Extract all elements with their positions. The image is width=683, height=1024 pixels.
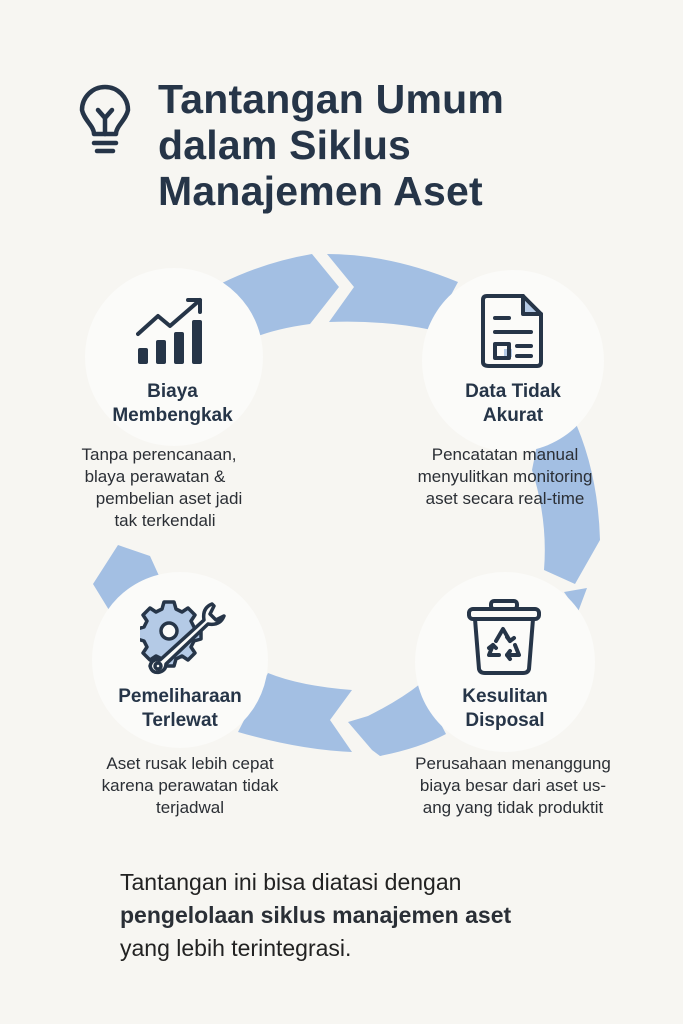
footer-line-3: yang lebih terintegrasi. <box>120 935 352 961</box>
cycle-arrow-left <box>93 545 160 615</box>
challenge-desc-cost: Tanpa perencanaan, blaya perawatan & pem… <box>81 445 243 530</box>
title-line-1: Tantangan Umum <box>158 76 504 122</box>
footer-summary: Tantangan ini bisa diatasi dengan pengel… <box>120 866 511 965</box>
footer-line-2: pengelolaan siklus manajemen aset <box>120 902 512 928</box>
footer-line-1: Tantangan ini bisa diatasi dengan <box>120 869 462 895</box>
challenge-desc-data: Pencatatan manual menyulitkan monitoring… <box>417 445 593 508</box>
challenge-title-data: Data Tidak Akurat <box>465 381 561 426</box>
growth-chart-icon <box>136 298 202 364</box>
title-line-3: Manajemen Aset <box>158 168 483 214</box>
title-line-2: dalam Siklus <box>158 122 412 168</box>
challenge-desc-maintenance: Aset rusak lebih cepat karena perawatan … <box>101 754 279 817</box>
lightbulb-icon <box>79 84 131 154</box>
recycle-bin-icon <box>467 599 541 675</box>
gear-wrench-icon <box>140 600 226 675</box>
challenge-title-disposal: Kesulitan Disposal <box>462 686 548 731</box>
cycle-arrow-right <box>532 415 600 584</box>
cycle-arrow-bottom-left <box>238 673 352 752</box>
cycle-arrow-bottom-right <box>348 684 446 756</box>
page-title: Tantangan Umum dalam Siklus Manajemen As… <box>158 76 504 214</box>
challenge-node-data <box>422 270 604 452</box>
cycle-arrow-right-tip <box>564 588 587 612</box>
challenge-title-cost: Biaya Membengkak <box>112 381 233 426</box>
challenge-node-maintenance <box>92 572 268 748</box>
document-icon <box>481 294 543 368</box>
challenge-desc-disposal: Perusahaan menanggung biaya besar dari a… <box>415 754 611 817</box>
cycle-arrow-top-right <box>327 254 458 330</box>
challenge-title-maintenance: Pemeliharaan Terlewat <box>118 686 242 731</box>
